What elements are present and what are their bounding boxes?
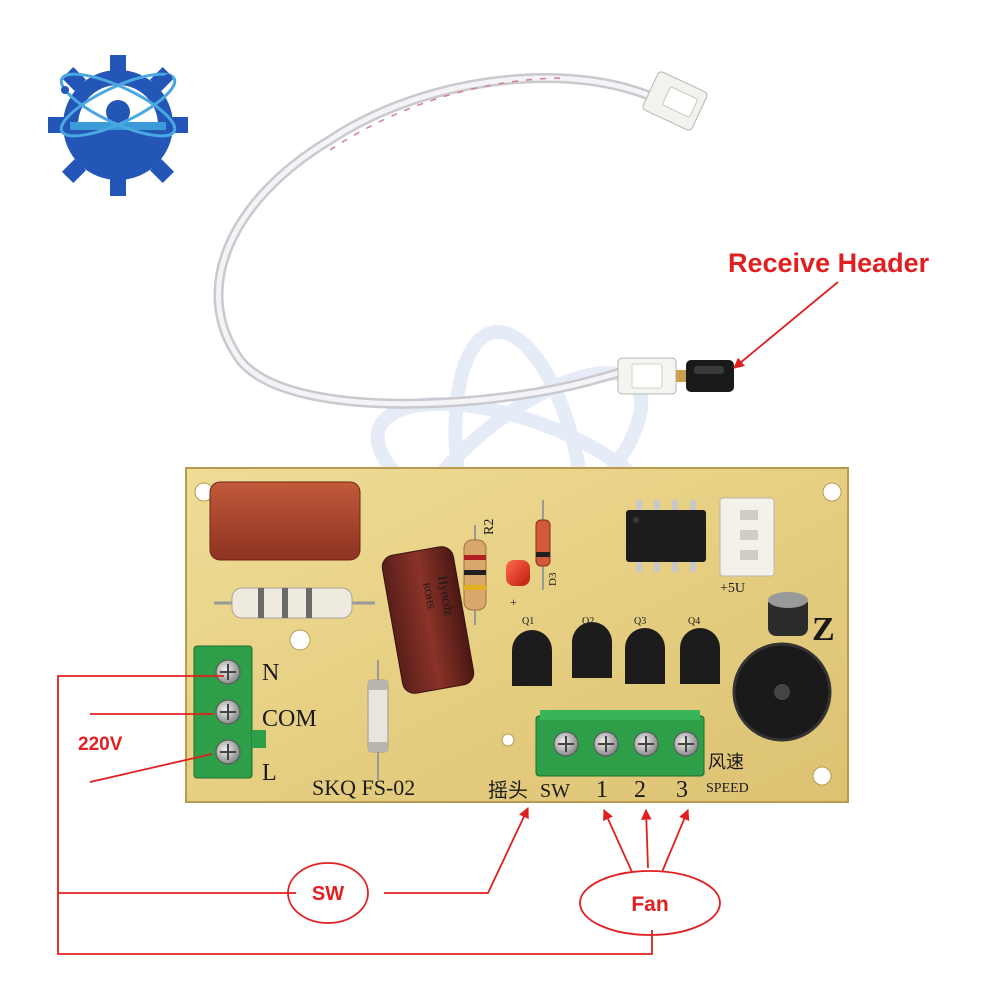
- electrolytic-capacitor: Hyncdz ROHS: [381, 546, 475, 694]
- x2-capacitor: [209, 481, 361, 561]
- fan-bubble: [579, 870, 721, 936]
- output-terminal-block: [535, 710, 705, 777]
- speed-2-label: 2: [634, 777, 646, 803]
- fan-bubble-label: Fan: [631, 893, 668, 916]
- sw-terminal-label: SW: [540, 780, 570, 802]
- svg-text:+: +: [510, 595, 517, 609]
- receive-header-arrow: [733, 281, 839, 369]
- q2-label: Q2: [582, 616, 594, 627]
- neutral-wire: [57, 675, 653, 955]
- speed-label-cn: 风速: [708, 752, 744, 772]
- glass-fuse: [367, 660, 389, 780]
- r2-label: R2: [482, 519, 497, 535]
- sw-right-wire: [384, 807, 529, 894]
- fan-speed-2-wire: [640, 808, 652, 869]
- plus5v-label: +5U: [720, 581, 745, 596]
- cable-connector-top: [642, 71, 708, 131]
- power-terminal-block: [193, 645, 266, 779]
- terminal-n-label: N: [262, 660, 279, 686]
- wiring-diagram: [57, 281, 839, 955]
- speed-3-label: 3: [676, 777, 688, 803]
- live-wire: [89, 753, 213, 783]
- receive-header-connector: [617, 357, 734, 395]
- receive-header-label: Receive Header: [728, 248, 930, 278]
- speed-label: SPEED: [706, 781, 749, 796]
- oscillate-label-cn: 摇头: [488, 779, 528, 802]
- transistors: Q1 Q2 Q3 Q4: [512, 616, 720, 686]
- buzzer: [732, 642, 832, 742]
- d3-label: D3: [547, 572, 559, 586]
- fan-speed-1-wire: [603, 809, 633, 873]
- fan-speed-3-wire: [661, 809, 690, 873]
- terminal-l-label: L: [262, 760, 277, 786]
- q3-label: Q3: [634, 616, 646, 627]
- receiver-header-socket: +5U: [719, 497, 775, 596]
- diode-d3: D3: [535, 500, 559, 590]
- q4-label: Q4: [688, 616, 700, 627]
- dip8-ic-chip: [626, 500, 706, 572]
- board-model-label: SKQ FS-02: [312, 775, 415, 800]
- power-resistor: [214, 587, 375, 619]
- speed-1-label: 1: [596, 777, 608, 803]
- resistor-r2: R2: [463, 519, 497, 625]
- receiver-cable: [213, 73, 655, 409]
- red-led: +: [506, 560, 530, 609]
- sw-bubble: [287, 862, 369, 924]
- z-mark-label: Z: [812, 611, 835, 648]
- capacitor-brand-text: Hyncdz: [435, 574, 457, 617]
- atom-gear-logo-icon: [48, 55, 188, 196]
- q1-label: Q1: [522, 616, 534, 627]
- voltage-label: 220V: [78, 734, 123, 755]
- fan-control-pcb: Hyncdz ROHS R2 + D3: [185, 467, 849, 803]
- sw-bubble-label: SW: [312, 883, 344, 905]
- capacitor-rohs-text: ROHS: [420, 582, 435, 610]
- terminal-com-label: COM: [262, 706, 317, 732]
- small-capacitor: Z: [768, 592, 835, 648]
